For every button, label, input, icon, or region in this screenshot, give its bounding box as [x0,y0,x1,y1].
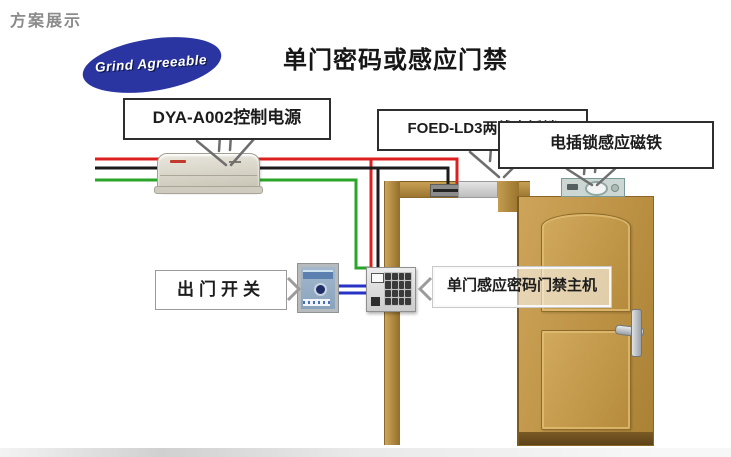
diagram-title: 单门密码或感应门禁 [283,47,508,74]
exit-button-text-strip [303,299,330,306]
bottom-bar [0,448,731,457]
pointer-chevrons [286,276,433,302]
magnet-plate [561,178,625,197]
door-panel-bottom [541,330,631,430]
arrow-to-magnet-icon [565,159,620,187]
exit-button-label-band [303,270,333,279]
bolt-lock-body [458,181,498,198]
logo-ellipse [82,37,222,93]
page-heading: 方案展示 [10,13,83,30]
keypad-keys [384,272,412,306]
keypad-controller [366,267,416,312]
label-exit-switch: 出门开关 [155,270,287,310]
magnet-plate-slot [567,184,578,190]
keypad-display [371,273,384,283]
label-controller: 单门感应密码门禁主机 [432,266,612,308]
magnet-plate-screw [611,184,619,192]
logo-ellipse-canvas [82,37,222,93]
chevron-right-icon [286,276,302,302]
door-handle-plate [631,309,642,357]
label-power-supply: DYA-A002控制电源 [123,98,331,140]
exit-button-sensor [314,283,327,296]
door-bottom-edge [519,432,653,445]
brand-logo: Grind Agreeable [78,34,228,100]
door-frame-post [384,181,400,445]
power-supply-seam [160,175,257,177]
power-supply-base [154,186,263,194]
chevron-left-icon [417,276,433,302]
bolt-lock-stripe [433,189,469,192]
power-supply-unit [154,153,263,194]
arrow-to-power-supply-icon [195,133,256,167]
label-magnet: 电插锁感应磁铁 [498,121,714,169]
door-frame-post-right [498,181,519,212]
keypad-reader-window [371,297,380,306]
power-supply-brand-mark [170,160,186,163]
